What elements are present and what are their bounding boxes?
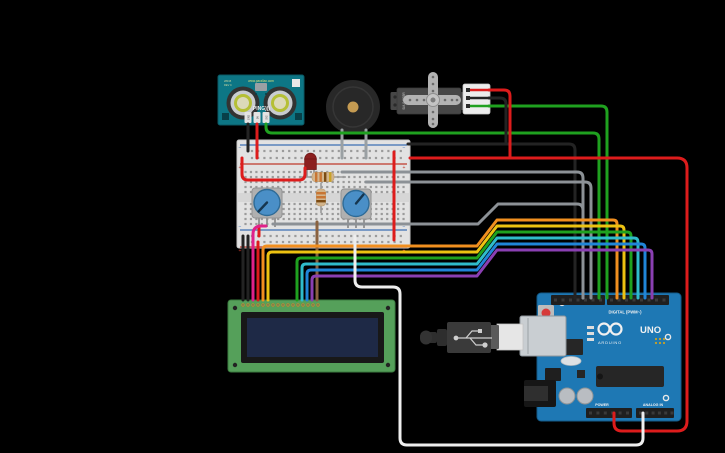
wire-analog-sense[interactable]	[353, 234, 645, 447]
svg-text:−: −	[403, 224, 406, 230]
sensor-pin-gnd-label: GND	[248, 115, 251, 121]
buzzer-center	[347, 101, 359, 113]
servo-horn[interactable]	[403, 72, 461, 128]
arduino-logo	[597, 322, 623, 336]
power-label: POWER	[595, 403, 609, 407]
atmega-chip[interactable]	[596, 366, 664, 387]
wire-lcd-contrast[interactable]	[251, 224, 268, 302]
transducer-right	[263, 86, 297, 120]
wire-lcd-d6[interactable]	[305, 242, 647, 302]
usb-interface-chip	[565, 339, 583, 355]
wire-servo-gnd[interactable]	[487, 96, 508, 146]
wire-lcd-rs[interactable]	[261, 218, 619, 302]
sensor-rev-text: REV C	[224, 83, 232, 87]
sensor-pin-header[interactable]: GND 5V SIG	[244, 112, 270, 123]
arduino-model-text: UNO	[640, 325, 661, 336]
svg-text:+: +	[239, 165, 242, 171]
resistor-vertical[interactable]	[315, 183, 326, 213]
svg-text:−: −	[239, 224, 242, 230]
sensor-partno-text: 28015	[224, 79, 232, 83]
analog-label: ANALOG IN	[643, 403, 664, 407]
wire-sensor-signal[interactable]	[264, 122, 601, 300]
crystal-oscillator	[560, 356, 582, 366]
capacitor-2	[576, 387, 594, 405]
servo-motor[interactable]: SM-S4303R	[390, 72, 491, 128]
sensor-brand-text: www.parallax.com	[248, 79, 274, 83]
analog-header[interactable]	[636, 408, 674, 418]
wire-lcd-d4[interactable]	[295, 230, 633, 302]
wire-lcd-d5[interactable]	[300, 236, 640, 302]
wire-servo-power[interactable]	[487, 88, 512, 160]
wire-buzzer-signal-1[interactable]	[340, 170, 585, 300]
transducer-left	[226, 86, 260, 120]
wire-jumper-gray[interactable]	[271, 202, 585, 300]
voltage-regulator	[545, 368, 561, 381]
wire-gnd-rail-to-arduino[interactable]	[406, 142, 577, 300]
wire-layer	[240, 88, 689, 447]
sensor-pin-5v-label: 5V	[257, 116, 260, 119]
lcd-pin-header[interactable]	[241, 303, 320, 307]
arduino-brand-text: ARDUINO	[598, 340, 622, 345]
svg-text:+: +	[403, 165, 406, 171]
usb-port	[519, 315, 567, 357]
wire-lcd-enable[interactable]	[266, 224, 626, 302]
usb-plug-metal	[496, 323, 524, 351]
usb-cable[interactable]	[420, 315, 567, 357]
usb-cable-end	[420, 330, 432, 345]
svg-text:−: −	[403, 145, 406, 151]
sensor-label: PING)))	[253, 106, 271, 112]
capacitor-1	[558, 387, 576, 405]
arduino-uno[interactable]: DIGITAL (PWM~) POWER ANALOG IN UNO ARDUI…	[524, 292, 682, 422]
potentiometer-2[interactable]	[340, 188, 372, 228]
sensor-crystal	[255, 83, 267, 91]
arduino-pin-holes	[554, 298, 674, 415]
servo-connector[interactable]	[462, 83, 491, 115]
lcd-screen	[247, 318, 378, 357]
ultrasonic-sensor[interactable]: www.parallax.com 28015 REV C PING))) GND…	[217, 74, 305, 126]
power-header[interactable]	[586, 408, 632, 418]
lcd-display[interactable]	[227, 299, 396, 373]
wire-servo-signal[interactable]	[487, 104, 609, 300]
wire-buzzer-signal-2[interactable]	[364, 180, 593, 300]
usb-icon	[453, 329, 492, 348]
piezo-buzzer[interactable]	[326, 80, 380, 134]
wire-led-jumper-red[interactable]	[240, 156, 307, 182]
wire-lcd-d7[interactable]	[310, 248, 654, 302]
svg-text:−: −	[239, 145, 242, 151]
resistor-horizontal[interactable]	[300, 172, 346, 183]
svg-text:+: +	[239, 248, 242, 254]
icsp-header[interactable]	[654, 337, 666, 345]
wire-power-loop[interactable]	[408, 156, 689, 433]
digital-label: DIGITAL (PWM~)	[609, 310, 643, 315]
sensor-pin-sig-label: SIG	[266, 115, 269, 119]
